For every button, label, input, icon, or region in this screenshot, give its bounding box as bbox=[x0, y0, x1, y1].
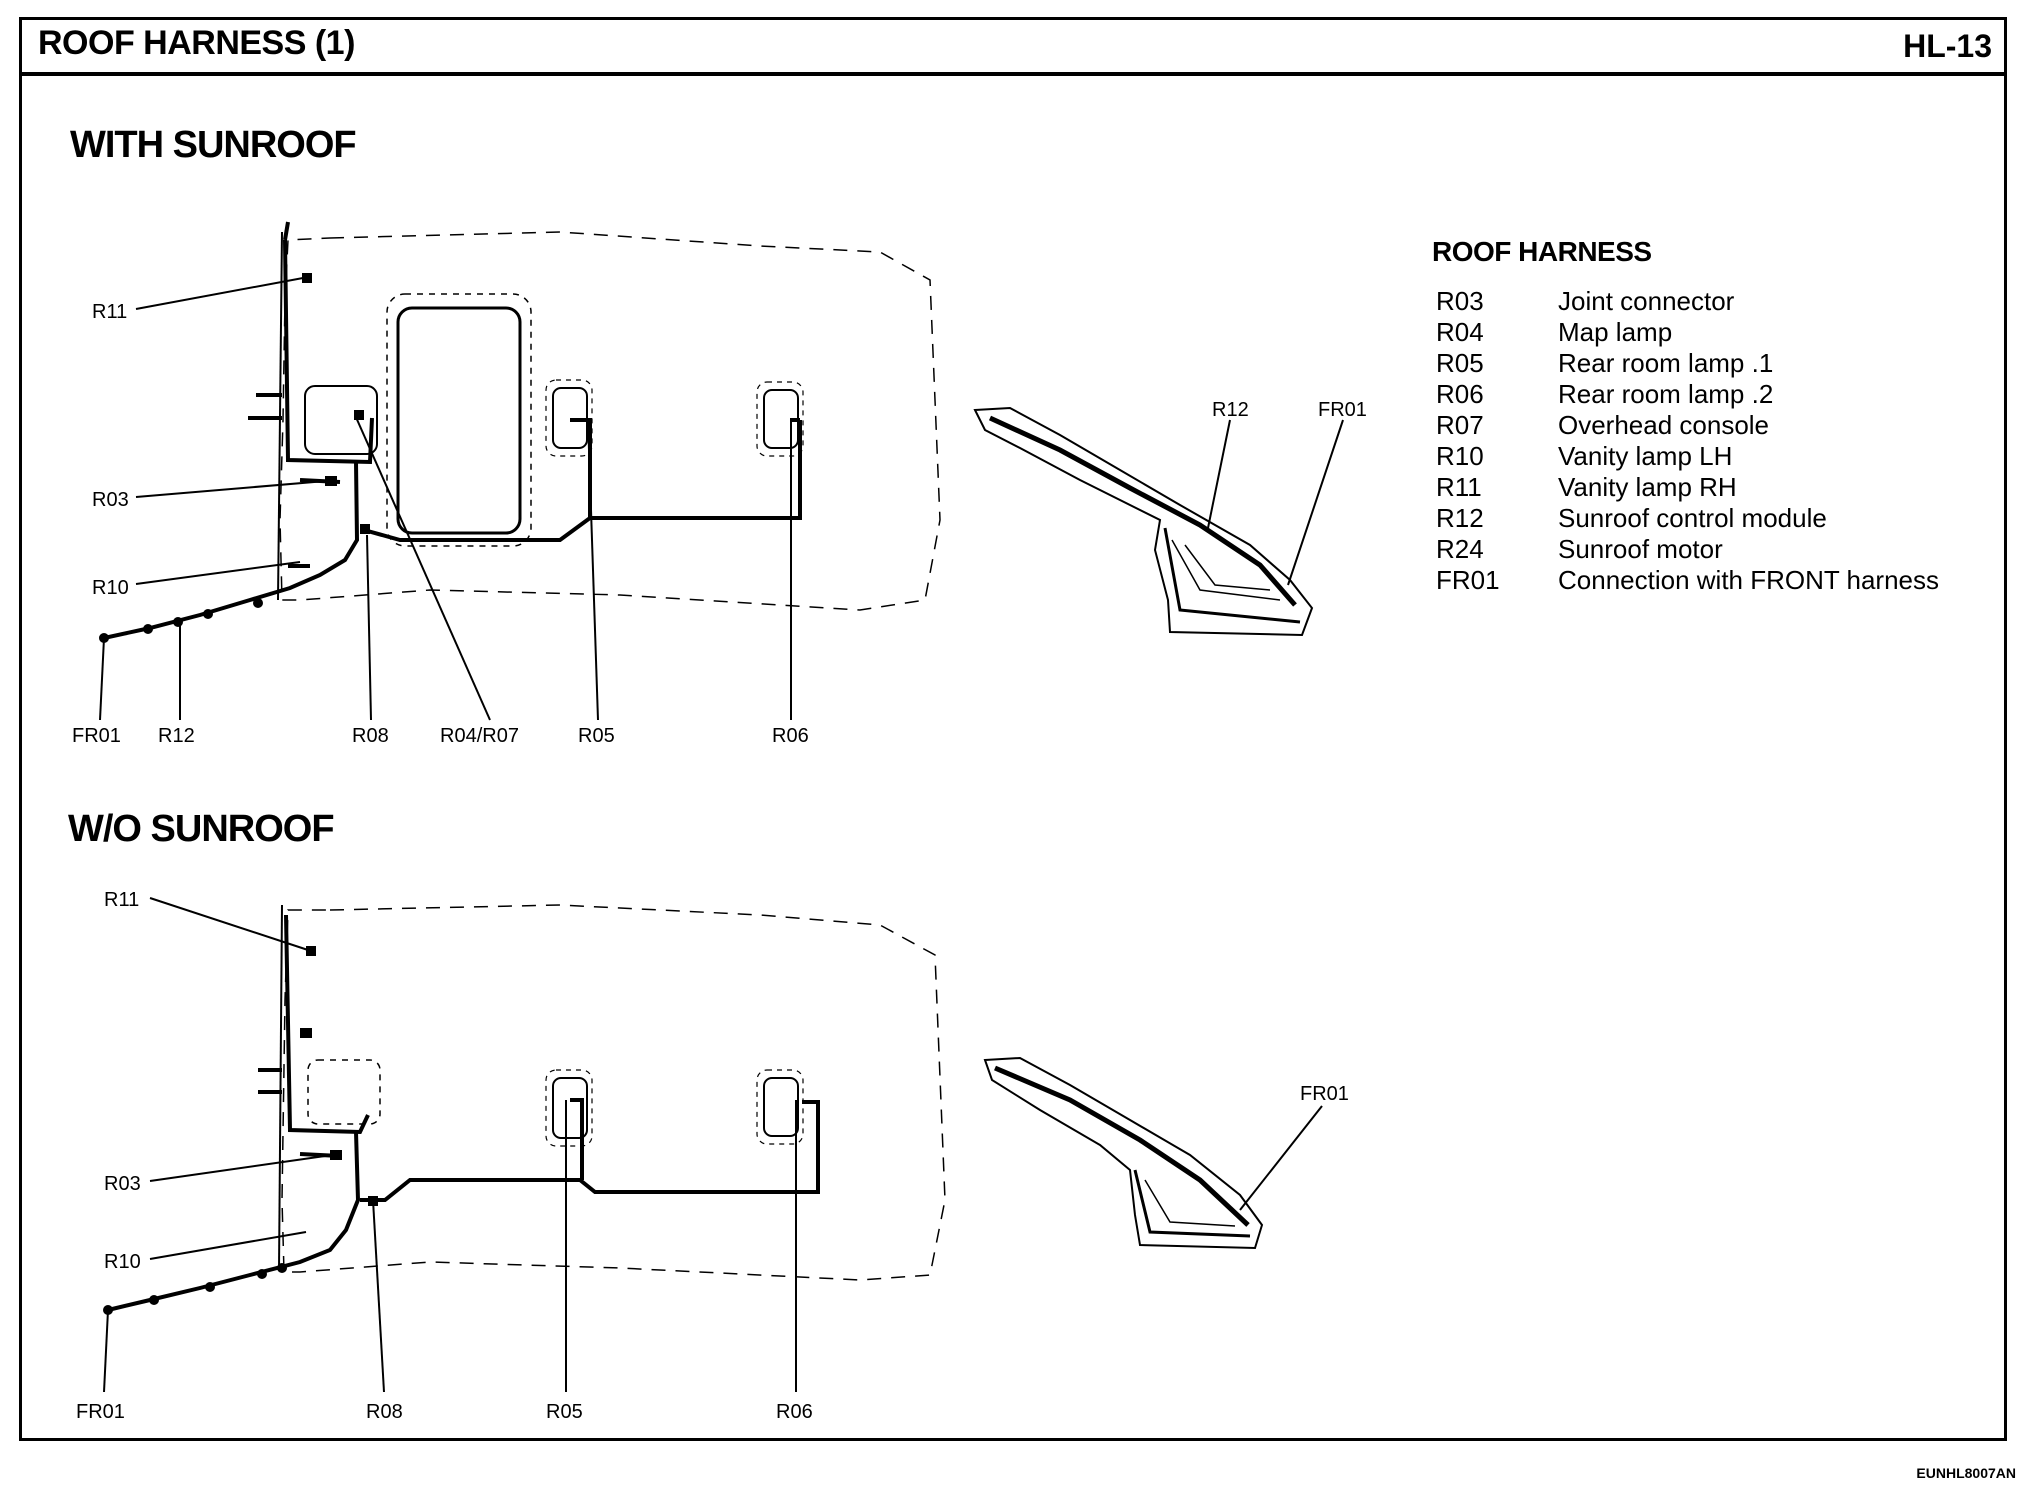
label-r08: R08 bbox=[366, 1401, 403, 1423]
legend-item: R03 Joint connector bbox=[1436, 286, 1939, 317]
connectors-with-sunroof bbox=[99, 273, 370, 643]
legend-item: R07 Overhead console bbox=[1436, 410, 1939, 441]
legend-code: R07 bbox=[1436, 410, 1484, 440]
roof-outline-with-sunroof bbox=[277, 231, 941, 611]
label-r11: R11 bbox=[92, 301, 127, 323]
label-r04-r07: R04/R07 bbox=[440, 725, 519, 747]
label-r11: R11 bbox=[104, 889, 139, 911]
page-frame bbox=[19, 17, 2007, 1441]
roof-outline-without-sunroof bbox=[278, 904, 946, 1281]
legend-code: R24 bbox=[1436, 534, 1484, 564]
legend-description: Sunroof motor bbox=[1558, 534, 1723, 564]
label-fr01: FR01 bbox=[76, 1401, 125, 1423]
legend-item: R11 Vanity lamp RH bbox=[1436, 472, 1939, 503]
legend-description: Rear room lamp .1 bbox=[1558, 348, 1774, 378]
legend-description: Map lamp bbox=[1558, 317, 1673, 347]
callout-labels-with-sunroof: R11 R03 R10 FR01 R12 R08 R04/R07 R05 R06 bbox=[72, 301, 809, 747]
side-label-fr01: FR01 bbox=[1318, 399, 1367, 421]
legend-item: R04 Map lamp bbox=[1436, 317, 1939, 348]
page-title: ROOF HARNESS (1) bbox=[38, 24, 355, 62]
legend-description: Vanity lamp RH bbox=[1558, 472, 1737, 502]
legend-code: R06 bbox=[1436, 379, 1484, 409]
legend-title: ROOF HARNESS bbox=[1432, 236, 1652, 267]
label-r10: R10 bbox=[92, 577, 129, 599]
side-view-with-sunroof bbox=[973, 406, 1344, 637]
label-r05: R05 bbox=[546, 1401, 583, 1423]
label-r10: R10 bbox=[104, 1251, 141, 1273]
legend-item: R05 Rear room lamp .1 bbox=[1436, 348, 1939, 379]
label-fr01: FR01 bbox=[72, 725, 121, 747]
section-title-with-sunroof: WITH SUNROOF bbox=[70, 124, 357, 166]
callout-labels-without-sunroof: R11 R03 R10 FR01 R08 R05 R06 bbox=[76, 889, 813, 1423]
label-r03: R03 bbox=[104, 1173, 141, 1195]
leader-lines-without-sunroof bbox=[103, 897, 797, 1393]
legend-description: Connection with FRONT harness bbox=[1558, 565, 1940, 595]
page-number: HL-13 bbox=[1903, 28, 1992, 64]
legend-item: R24 Sunroof motor bbox=[1436, 534, 1939, 565]
legend-description: Sunroof control module bbox=[1558, 503, 1827, 533]
legend-description: Overhead console bbox=[1558, 410, 1770, 440]
legend-code: R10 bbox=[1436, 441, 1484, 471]
legend-description: Vanity lamp LH bbox=[1558, 441, 1733, 471]
wiring-harness-without-sunroof bbox=[107, 914, 820, 1312]
leader-lines-with-sunroof bbox=[99, 277, 792, 721]
legend-description: Joint connector bbox=[1558, 286, 1735, 316]
label-r06: R06 bbox=[776, 1401, 813, 1423]
label-r03: R03 bbox=[92, 489, 129, 511]
legend-item: R06 Rear room lamp .2 bbox=[1436, 379, 1939, 410]
side-label-fr01: FR01 bbox=[1300, 1083, 1349, 1105]
header-rule bbox=[19, 72, 2007, 76]
footer-code: EUNHL8007AN bbox=[1916, 1465, 2016, 1481]
legend-code: FR01 bbox=[1436, 565, 1500, 595]
label-r12: R12 bbox=[158, 725, 195, 747]
legend-code: R03 bbox=[1436, 286, 1484, 316]
legend-code: R11 bbox=[1436, 472, 1482, 502]
legend-item: FR01 Connection with FRONT harness bbox=[1436, 565, 1939, 596]
legend-description: Rear room lamp .2 bbox=[1558, 379, 1774, 409]
legend-item: R12 Sunroof control module bbox=[1436, 503, 1939, 534]
side-view-without-sunroof bbox=[983, 1056, 1323, 1250]
label-r08: R08 bbox=[352, 725, 389, 747]
section-title-without-sunroof: W/O SUNROOF bbox=[68, 808, 335, 850]
label-r05: R05 bbox=[578, 725, 615, 747]
wiring-harness-with-sunroof bbox=[103, 221, 802, 640]
legend-code: R12 bbox=[1436, 503, 1484, 533]
legend-code: R04 bbox=[1436, 317, 1484, 347]
label-r06: R06 bbox=[772, 725, 809, 747]
legend-item: R10 Vanity lamp LH bbox=[1436, 441, 1939, 472]
legend-code: R05 bbox=[1436, 348, 1484, 378]
side-label-r12: R12 bbox=[1212, 399, 1249, 421]
